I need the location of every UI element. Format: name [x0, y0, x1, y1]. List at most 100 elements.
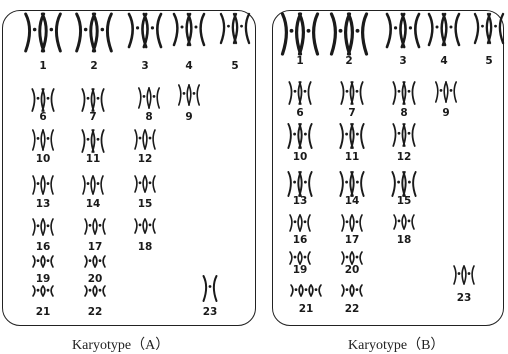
chromosome-number-label: 10 — [293, 151, 308, 163]
chromosome-homolog — [129, 14, 146, 47]
chromosome-homolog — [95, 219, 105, 234]
chromosome-22: 22 — [85, 286, 105, 318]
chromosome-3: 3 — [129, 14, 161, 72]
chromosome-6: 6 — [289, 82, 310, 119]
chromosome-number-label: 14 — [86, 198, 101, 210]
chromosome-number-label: 20 — [88, 273, 103, 285]
chromosome-13: 13 — [288, 172, 311, 207]
chromosome-13: 13 — [33, 176, 53, 210]
chromosome-homolog — [393, 82, 404, 104]
chromosome-homolog — [443, 14, 459, 45]
chromosome-1: 1 — [283, 14, 318, 67]
chromosome-10: 10 — [288, 124, 311, 163]
chromosome-19: 19 — [290, 252, 310, 276]
chromosome-number-label: 15 — [397, 195, 412, 207]
chromosome-21: 21 — [291, 285, 321, 315]
chromosome-homolog — [93, 14, 111, 51]
chromosome-homolog — [234, 14, 249, 43]
chromosome-16: 16 — [33, 219, 53, 253]
chromosome-homolog — [83, 176, 93, 194]
chromosome-17: 17 — [342, 215, 362, 246]
chromosome-homolog — [429, 14, 445, 45]
chromosome-4: 4 — [429, 14, 459, 67]
chromosome-homolog — [288, 124, 300, 148]
chromosome-homolog — [291, 285, 301, 296]
chromosome-number-label: 14 — [345, 195, 360, 207]
chromosome-homolog — [299, 82, 310, 104]
chromosome-homolog — [93, 176, 103, 194]
chromosome-homolog — [301, 285, 311, 296]
chromosome-19: 19 — [33, 256, 53, 285]
chromosome-homolog — [135, 176, 145, 192]
chromosome-22: 22 — [342, 285, 362, 315]
chromosome-homolog — [341, 82, 352, 104]
chromosome-8: 8 — [393, 82, 414, 119]
chromosome-homolog — [403, 172, 415, 196]
chromosome-homolog — [188, 14, 204, 45]
chromosome-homolog — [85, 256, 95, 267]
chromosome-homolog — [290, 215, 300, 231]
chromosome-homolog — [82, 89, 93, 111]
chromosome-homolog — [475, 14, 490, 43]
chromosome-homolog — [402, 14, 419, 47]
chromosome-homolog — [311, 285, 321, 296]
chromosome-11: 11 — [82, 130, 103, 165]
chromosome-homolog — [145, 176, 155, 192]
chromosome-number-label: 4 — [440, 55, 447, 67]
chromosome-number-label: 17 — [88, 241, 103, 253]
chromosome-17: 17 — [85, 219, 105, 253]
chromosome-homolog — [289, 82, 300, 104]
chromosome-number-label: 2 — [90, 60, 97, 72]
chromosome-16: 16 — [290, 215, 310, 246]
chromosome-15: 15 — [392, 172, 415, 207]
chromosome-number-label: 13 — [36, 198, 51, 210]
chromosome-homolog — [351, 82, 362, 104]
chromosome-number-label: 11 — [345, 151, 360, 163]
chromosome-homolog — [42, 14, 60, 51]
chromosome-homolog — [387, 14, 404, 47]
chromosome-homolog — [446, 82, 456, 102]
chromosome-number-label: 19 — [293, 264, 308, 276]
chromosome-number-label: 18 — [397, 234, 412, 246]
chromosome-homolog — [393, 124, 404, 146]
chromosome-homolog — [403, 82, 414, 104]
chromosome-number-label: 1 — [39, 60, 46, 72]
chromosome-12: 12 — [135, 130, 155, 165]
chromosome-4: 4 — [174, 14, 204, 72]
chromosome-number-label: 16 — [293, 234, 308, 246]
chromosome-homolog — [33, 130, 43, 150]
chromosome-homolog — [403, 124, 414, 146]
chromosome-number-label: 12 — [397, 151, 412, 163]
chromosome-number-label: 23 — [457, 292, 472, 304]
chromosome-number-label: 4 — [185, 60, 192, 72]
chromosome-homolog — [92, 89, 103, 111]
chromosome-homolog — [144, 14, 161, 47]
chromosome-number-label: 2 — [345, 55, 352, 67]
chromosome-number-label: 3 — [399, 55, 406, 67]
chromosome-homolog — [26, 14, 44, 51]
chromosome-homolog — [454, 266, 464, 284]
chromosome-homolog — [340, 124, 352, 148]
chromosome-homolog — [33, 256, 43, 267]
chromosome-homolog — [43, 286, 53, 296]
chromosome-number-label: 22 — [345, 303, 360, 315]
chromosome-homolog — [33, 286, 43, 296]
chromosome-18: 18 — [135, 219, 155, 253]
chromosome-homolog — [340, 172, 352, 196]
chromosome-3: 3 — [387, 14, 419, 67]
chromosome-number-label: 6 — [39, 111, 46, 123]
chromosome-homolog — [342, 215, 352, 231]
chromosome-homolog — [145, 130, 155, 149]
chromosome-homolog — [139, 88, 149, 108]
chromosome-homolog — [351, 124, 363, 148]
chromosome-homolog — [352, 285, 362, 296]
chromosome-20: 20 — [342, 252, 362, 276]
chromosome-5: 5 — [475, 14, 503, 67]
chromosome-homolog — [92, 130, 103, 152]
chromosome-number-label: 13 — [293, 195, 308, 207]
chromosome-number-label: 22 — [88, 306, 103, 318]
chromosome-homolog — [332, 14, 350, 54]
chromosome-number-label: 9 — [442, 107, 449, 119]
chromosome-homolog — [179, 85, 189, 105]
